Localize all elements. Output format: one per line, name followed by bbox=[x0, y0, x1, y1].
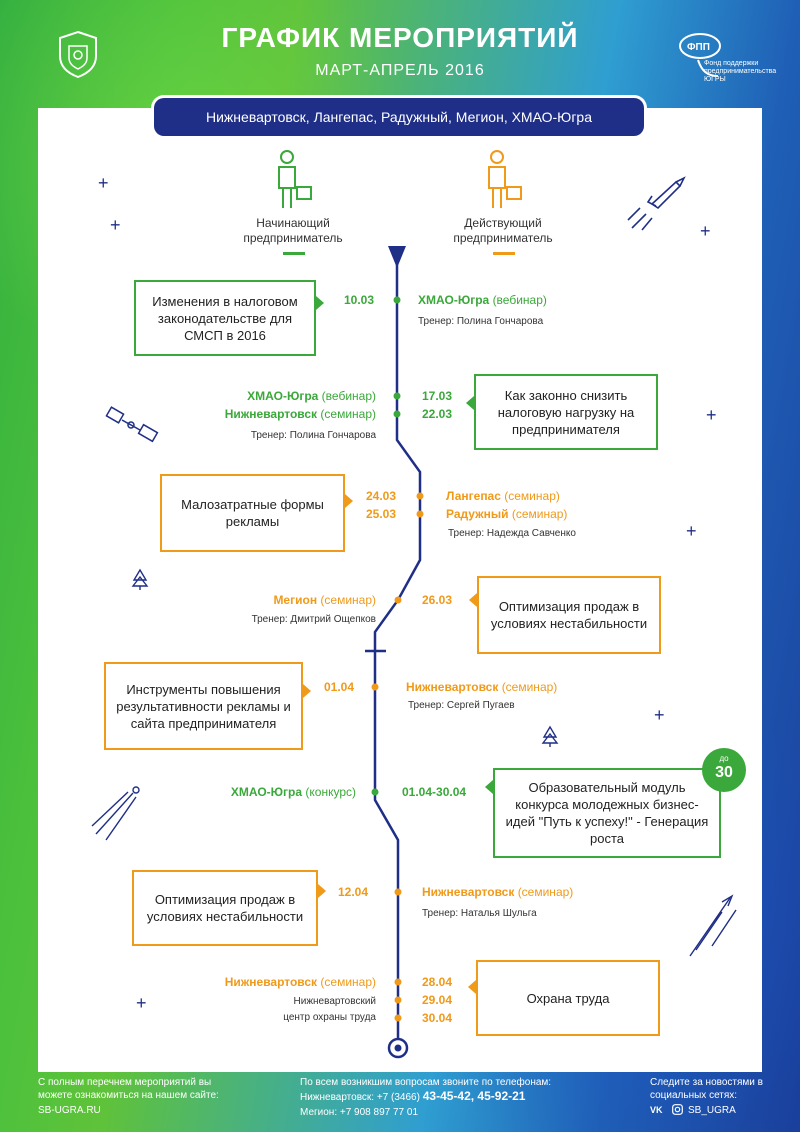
plus-deco-icon: + bbox=[700, 221, 711, 241]
footer-phone-note: По всем возникшим вопросам звоните по те… bbox=[300, 1077, 552, 1088]
plus-deco-icon: + bbox=[136, 993, 147, 1013]
event-date: 01.04-30.04 bbox=[402, 785, 467, 799]
event-topic-box: Охрана труда bbox=[476, 960, 660, 1036]
event-location: ХМАО-Югра (конкурс) bbox=[230, 785, 356, 799]
event-trainer: Тренер: Полина Гончарова bbox=[250, 430, 376, 441]
event-date: 22.03 bbox=[422, 407, 453, 421]
plus-deco-icon: + bbox=[686, 521, 697, 541]
event-location: ХМАО-Югра (вебинар) bbox=[247, 389, 376, 403]
event-date: 10.03 bbox=[343, 293, 374, 307]
event-trainer: Тренер: Наталья Шульга bbox=[422, 908, 537, 919]
event-location: Радужный (семинар) bbox=[446, 507, 568, 521]
event-topic-box: Малозатратные формы рекламы bbox=[160, 474, 345, 552]
event-topic-box: Изменения в налоговом законодательстве д… bbox=[134, 280, 316, 356]
event-trainer: Тренер: Дмитрий Ощепков bbox=[251, 614, 376, 625]
event-location: Нижневартовск (семинар) bbox=[422, 885, 574, 899]
footer-phone-2: Мегион: +7 908 897 77 01 bbox=[300, 1107, 419, 1118]
event-date: 12.04 bbox=[338, 885, 369, 899]
role-beginner: Начинающий предприниматель bbox=[243, 216, 343, 245]
event-topic-box: Как законно снизить налоговую нагрузку н… bbox=[474, 374, 658, 450]
footer-social-note: Следите за новостями в социальных сетях: bbox=[650, 1077, 763, 1101]
fund-logo-text: Фонд поддержки предпринимательства ЮГРЫ bbox=[704, 60, 777, 83]
event-trainer: Тренер: Сергей Пугаев bbox=[408, 700, 515, 711]
event-location: Лангепас (семинар) bbox=[446, 489, 560, 503]
role-beginner-marker bbox=[283, 252, 305, 255]
svg-text:ФПП: ФПП bbox=[687, 42, 710, 53]
event-location: Нижневартовск (семинар) bbox=[224, 975, 376, 989]
footer-site-note: С полным перечнем мероприятий вы можете … bbox=[38, 1077, 219, 1101]
event-topic-box: Образовательный модуль конкурса молодежн… bbox=[493, 768, 721, 858]
instagram-icon[interactable] bbox=[672, 1104, 683, 1115]
event-location: ХМАО-Югра (вебинар) bbox=[418, 293, 547, 307]
role-active: Действующий предприниматель bbox=[453, 216, 553, 245]
event-date: 26.03 bbox=[422, 593, 453, 607]
page-subtitle: МАРТ-АПРЕЛЬ 2016 bbox=[315, 62, 485, 79]
event-date: 24.03 bbox=[366, 489, 397, 503]
footer-site-link[interactable]: SB-UGRA.RU bbox=[38, 1105, 101, 1116]
event-organizer: Нижневартовский bbox=[293, 996, 376, 1007]
event-date: 17.03 bbox=[422, 389, 453, 403]
event-trainer: Тренер: Полина Гончарова bbox=[418, 316, 544, 327]
footer-phone-1: Нижневартовск: +7 (3466) 43-45-42, 45-92… bbox=[300, 1089, 526, 1104]
event-topic-box: Оптимизация продаж в условиях нестабильн… bbox=[132, 870, 318, 946]
event-date: 01.04 bbox=[324, 680, 355, 694]
page-title: ГРАФИК МЕРОПРИЯТИЙ bbox=[221, 22, 579, 53]
plus-deco-icon: + bbox=[98, 173, 109, 193]
event-location: Нижневартовск (семинар) bbox=[406, 680, 558, 694]
ugra-emblem-icon bbox=[59, 30, 97, 79]
event-date: 29.04 bbox=[422, 993, 453, 1007]
event-topic-box: Оптимизация продаж в условиях нестабильн… bbox=[477, 576, 661, 654]
event-date: 25.03 bbox=[366, 507, 397, 521]
event-topic-box: Инструменты повышения результативности р… bbox=[104, 662, 303, 750]
duration-badge: до 30 bbox=[702, 748, 746, 792]
event-trainer: Тренер: Надежда Савченко bbox=[448, 528, 576, 539]
plus-deco-icon: + bbox=[110, 215, 121, 235]
plus-deco-icon: + bbox=[654, 705, 665, 725]
cities-banner: Нижневартовск, Лангепас, Радужный, Мегио… bbox=[154, 98, 644, 136]
fund-logo-icon: ФПП bbox=[679, 33, 721, 77]
role-active-marker bbox=[493, 252, 515, 255]
event-location: Мегион (семинар) bbox=[273, 593, 376, 607]
event-location: Нижневартовск (семинар) bbox=[224, 407, 376, 421]
event-date: 28.04 bbox=[422, 975, 453, 989]
event-organizer: центр охраны труда bbox=[283, 1012, 376, 1023]
event-date: 30.04 bbox=[422, 1011, 453, 1025]
vk-icon[interactable]: VK bbox=[650, 1105, 663, 1115]
footer-social-handle[interactable]: SB_UGRA bbox=[688, 1105, 736, 1116]
plus-deco-icon: + bbox=[706, 405, 717, 425]
